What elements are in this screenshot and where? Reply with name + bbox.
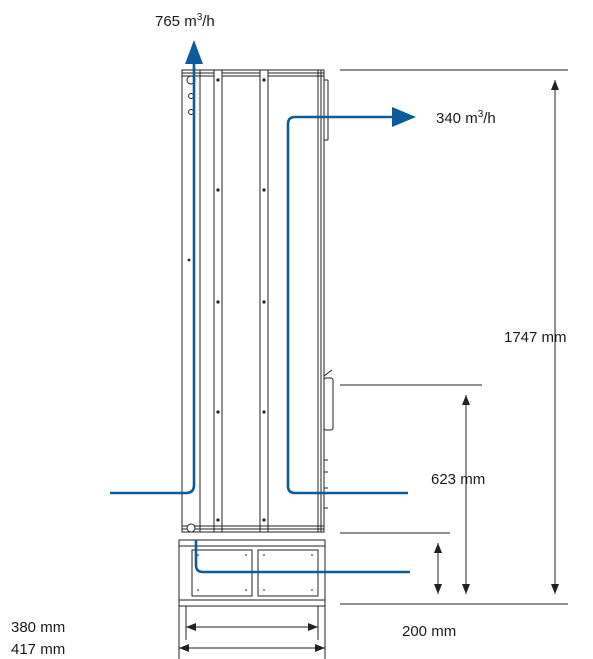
airflow-intake-left — [110, 60, 196, 495]
arrow-head-icon-side — [392, 107, 416, 127]
cabinet-side-panel — [181, 69, 201, 533]
cabinet — [181, 69, 334, 533]
dimension-lines — [178, 69, 568, 659]
label-width-inner: 380 mm — [11, 619, 65, 636]
plinth-hatch — [197, 554, 313, 591]
arrow-head-icon — [185, 40, 416, 127]
airflow-side-loop — [286, 115, 408, 495]
label-total-height: 1747 mm — [504, 329, 567, 346]
side-panel-screws — [186, 75, 196, 533]
label-opening-height: 623 mm — [431, 471, 485, 488]
pillar-rivets — [187, 78, 266, 522]
airflow-paths — [110, 60, 410, 574]
label-exhaust-side: 340 m3/h — [436, 109, 496, 127]
airflow-intake-bottom — [194, 540, 410, 574]
label-plinth-height: 200 mm — [402, 623, 456, 640]
cabinet-handle — [323, 377, 334, 431]
label-width-outer: 417 mm — [11, 641, 65, 658]
label-exhaust-top: 765 m3/h — [155, 12, 215, 30]
arrow-head-icon-top — [185, 40, 203, 64]
